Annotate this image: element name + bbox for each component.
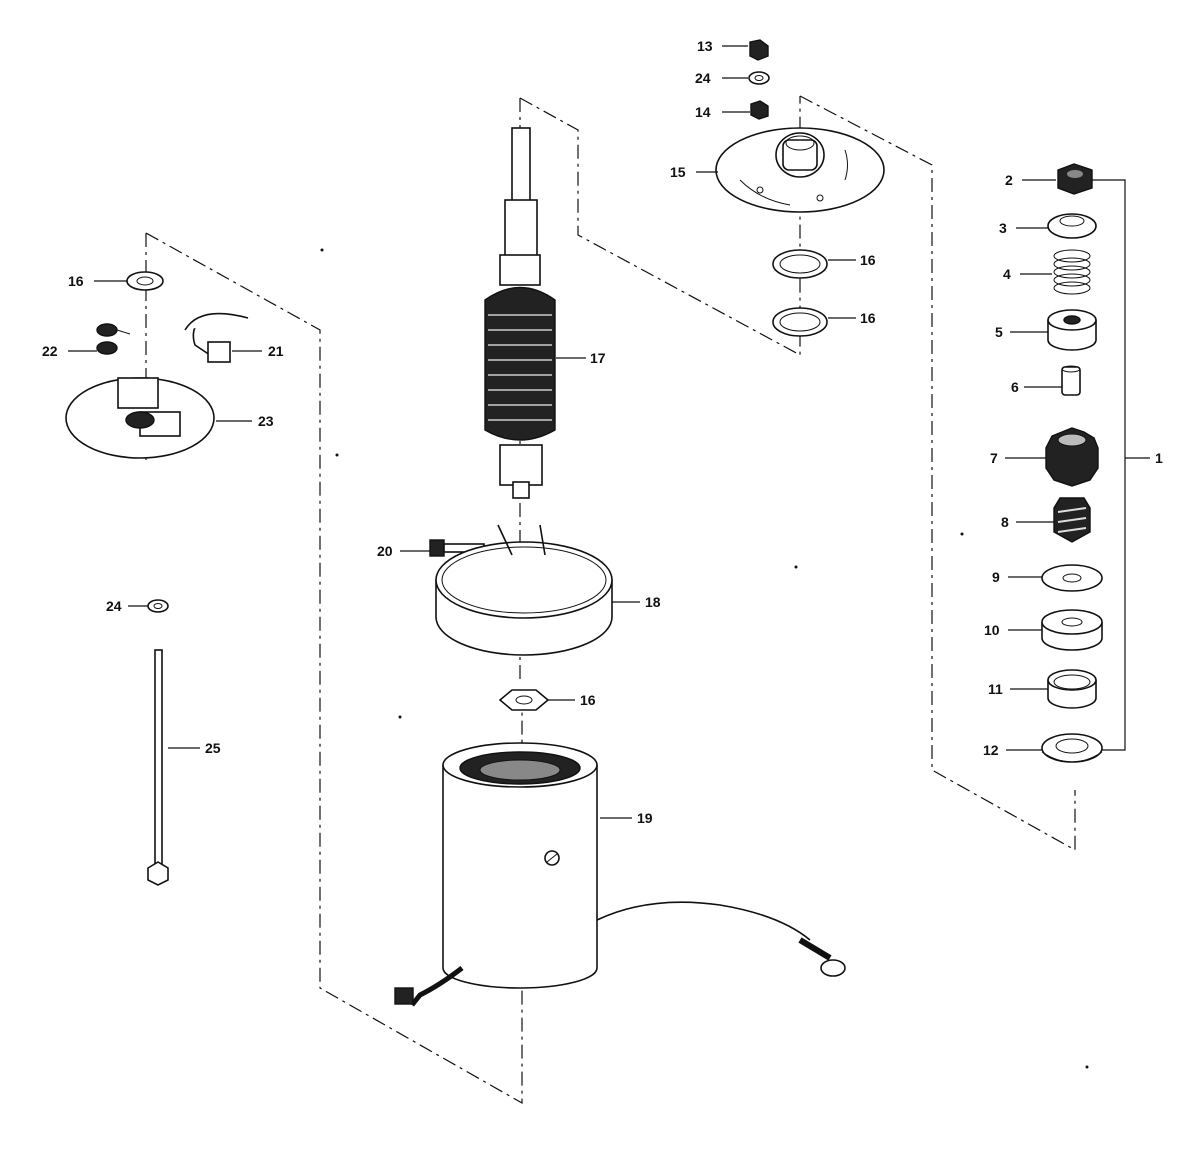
callout-14: 14 [695,104,711,120]
drive-assembly-stack [1041,163,1103,763]
callout-23: 23 [258,413,274,429]
callout-21: 21 [268,343,284,359]
callout-24-top: 24 [695,70,711,86]
armature [484,127,556,499]
callout-7: 7 [990,450,998,466]
brush-plate-assembly [65,271,249,459]
stray-dots [320,248,1089,1069]
callout-8: 8 [1001,514,1009,530]
callout-5: 5 [995,324,1003,340]
callout-22: 22 [42,343,58,359]
callout-11: 11 [988,681,1003,697]
callout-20: 20 [377,543,393,559]
callout-labels: 1 2 3 4 5 6 7 8 9 10 11 12 13 24 14 15 1… [42,38,1163,826]
cover-band [435,524,613,656]
callout-16-lower: 16 [860,310,876,326]
callout-16-left: 16 [68,273,84,289]
callout-16-center: 16 [580,692,596,708]
callout-15: 15 [670,164,686,180]
top-fastener-stack [748,39,770,120]
thrust-washer-center [498,689,550,711]
callout-25: 25 [205,740,221,756]
callout-4: 4 [1003,266,1011,282]
callout-9: 9 [992,569,1000,585]
callout-24-left: 24 [106,598,122,614]
field-frame [394,742,846,1007]
callout-10: 10 [984,622,1000,638]
callout-17: 17 [590,350,606,366]
callout-2: 2 [1005,172,1013,188]
callout-3: 3 [999,220,1007,236]
end-frame-plate [715,127,885,213]
leader-lines [68,45,1062,819]
through-bolt [147,599,169,886]
callout-13: 13 [697,38,713,54]
callout-12: 12 [983,742,999,758]
callout-1: 1 [1155,450,1163,466]
callout-18: 18 [645,594,661,610]
callout-6: 6 [1011,379,1019,395]
thrust-washers-upper [772,249,828,337]
callout-16-upper: 16 [860,252,876,268]
callout-19: 19 [637,810,653,826]
